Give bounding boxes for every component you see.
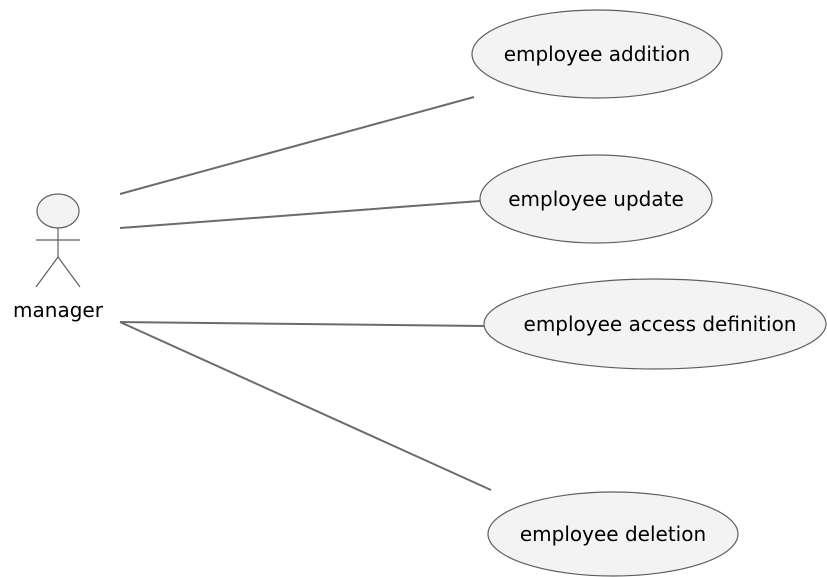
association-line-update [119, 200, 481, 229]
stick-figure-actor-icon [35, 193, 81, 288]
usecase-shape [479, 154, 713, 244]
usecase-label: employee deletion [520, 522, 706, 546]
actor-head [36, 193, 80, 229]
usecase-label: employee access definition [524, 312, 797, 336]
usecase-employee-addition[interactable]: employee addition [471, 9, 723, 99]
actor-right-leg [57, 256, 81, 288]
usecase-label: employee update [508, 187, 684, 211]
usecase-label: employee addition [504, 42, 691, 66]
actor-label: manager [13, 298, 104, 322]
usecase-employee-update[interactable]: employee update [479, 154, 713, 244]
usecase-shape [471, 9, 723, 99]
association-line-addition [119, 96, 475, 195]
association-line-deletion [119, 321, 492, 491]
association-line-access-definition [119, 321, 485, 327]
usecase-shape [487, 491, 739, 577]
usecase-employee-access-definition[interactable]: employee access definition [483, 278, 827, 370]
usecase-shape [483, 278, 827, 370]
usecase-employee-deletion[interactable]: employee deletion [487, 491, 739, 577]
actor-left-leg [35, 256, 59, 288]
actor-manager[interactable]: manager [13, 193, 104, 322]
